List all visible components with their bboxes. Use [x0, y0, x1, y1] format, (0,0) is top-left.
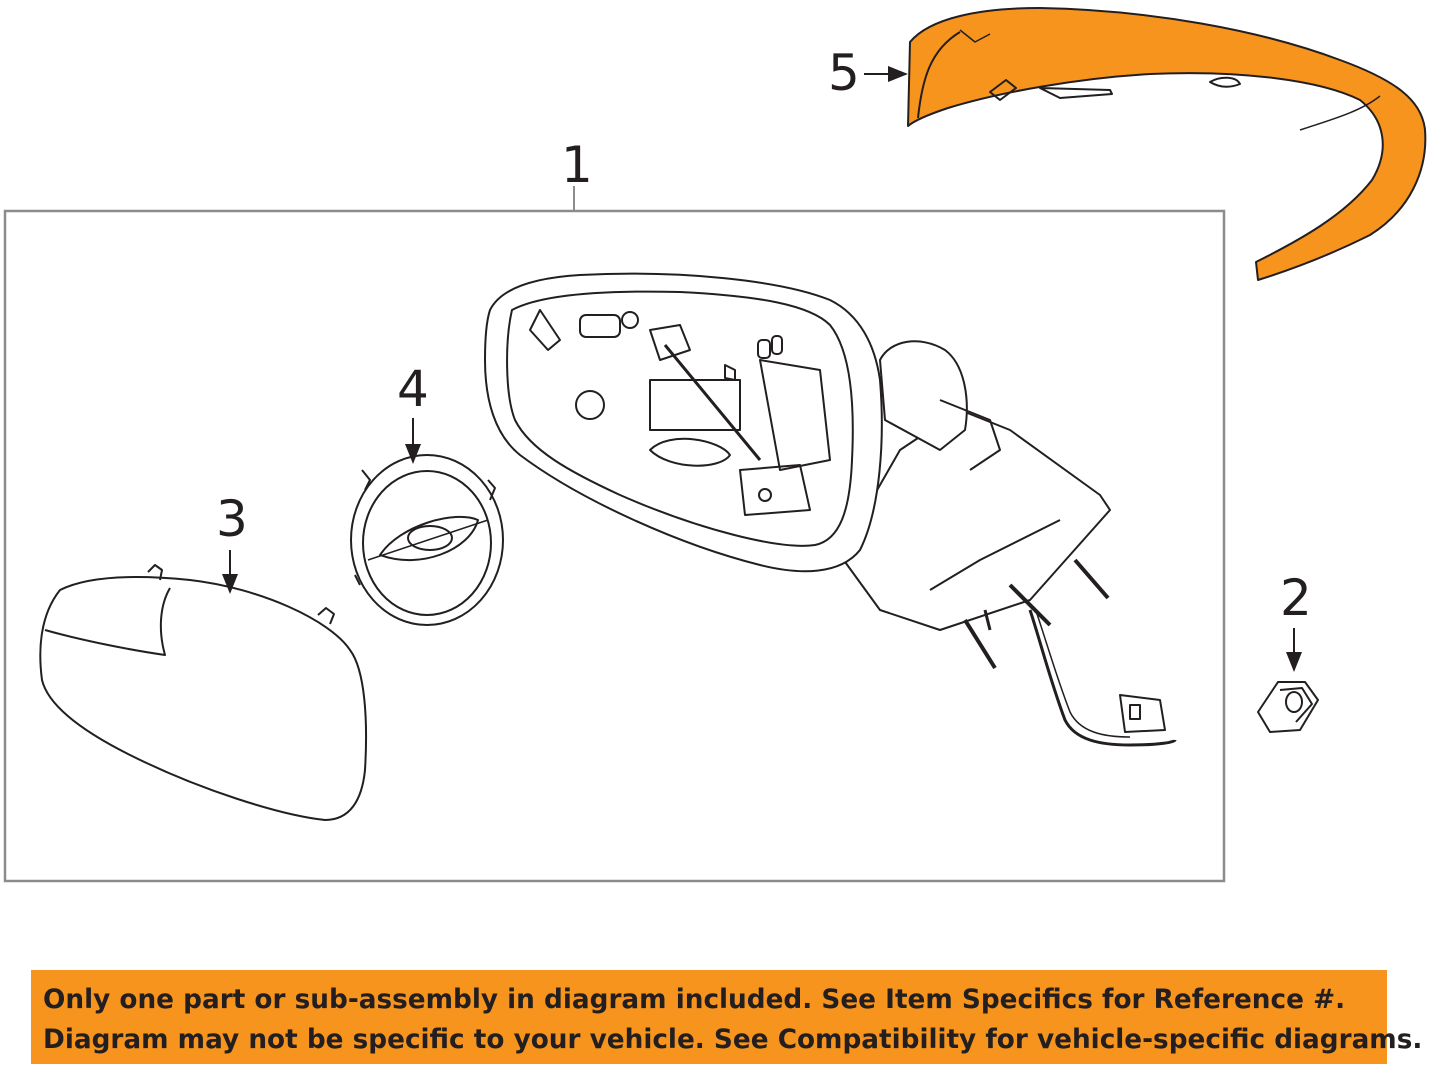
parts-diagram: [3, 7, 1427, 883]
callout-2-label: 2: [1280, 569, 1312, 627]
callout-4-label: 4: [397, 360, 429, 418]
mirror-glass-part: [39, 564, 368, 821]
assembly-frame: [3, 209, 1226, 883]
nut-part: [1257, 681, 1319, 733]
disclaimer-line-1: Only one part or sub-assembly in diagram…: [43, 985, 1346, 1015]
actuator-part: [350, 454, 504, 626]
mirror-cover-part: [907, 7, 1427, 281]
mirror-assembly-part: [484, 272, 1177, 747]
callout-5-label: 5: [828, 44, 860, 102]
disclaimer-banner: Only one part or sub-assembly in diagram…: [31, 970, 1423, 1064]
callout-3-label: 3: [216, 490, 248, 548]
disclaimer-line-2: Diagram may not be specific to your vehi…: [43, 1025, 1423, 1055]
callout-1-label: 1: [561, 136, 593, 194]
